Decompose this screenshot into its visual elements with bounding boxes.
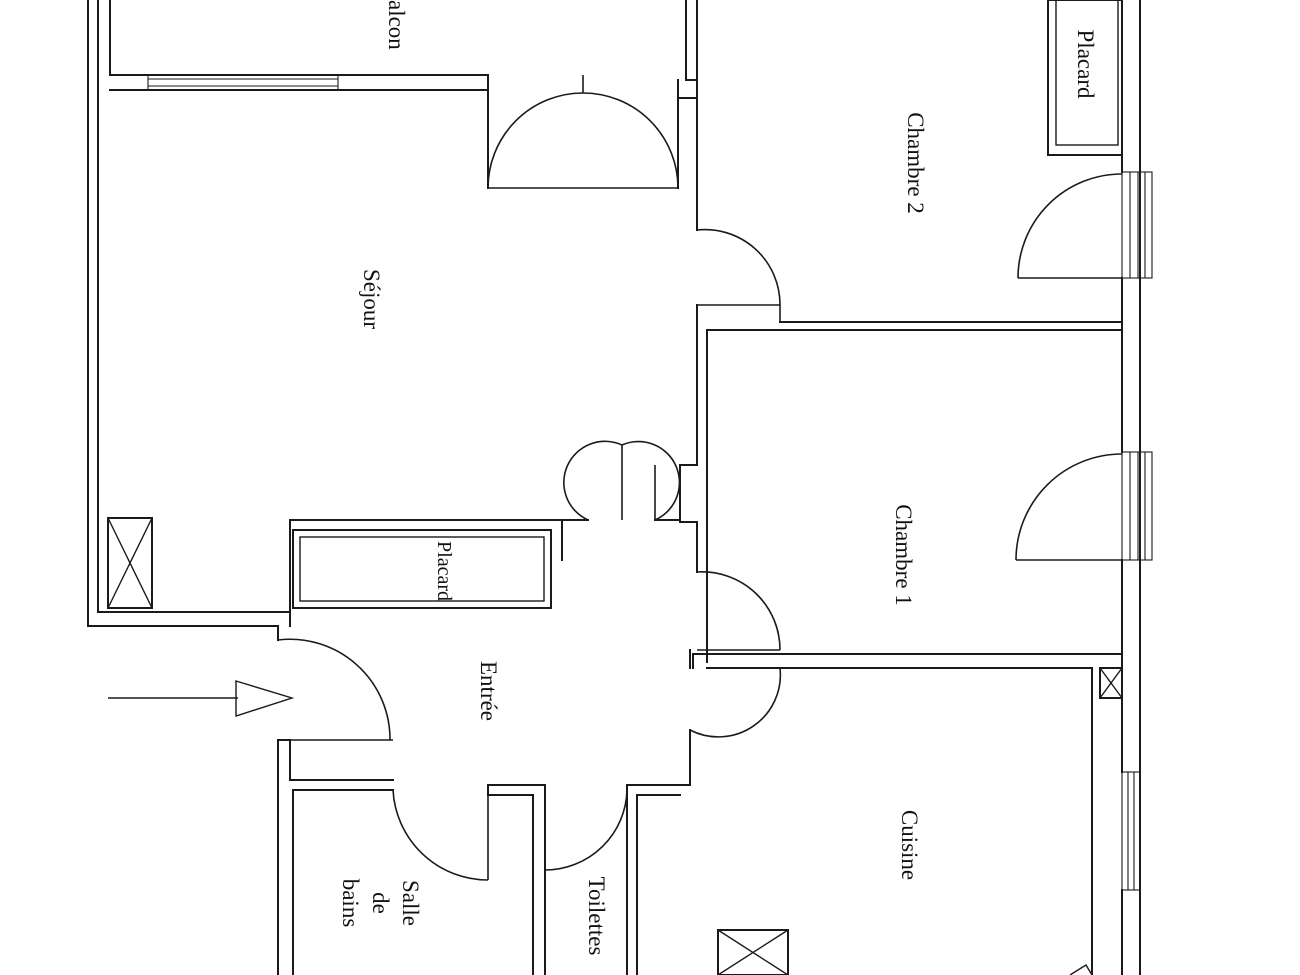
label-cuisine: Cuisine bbox=[897, 810, 922, 880]
label-placard-chambre-2: Placard bbox=[1073, 30, 1098, 99]
label-chambre-2: Chambre 2 bbox=[903, 112, 928, 214]
label-toilettes: Toilettes bbox=[584, 877, 609, 956]
label-salle-de-bains-2: de bbox=[368, 892, 393, 914]
label-placard-entree: Placard bbox=[433, 541, 455, 601]
entry-arrow-icon bbox=[108, 680, 295, 717]
label-salle-de-bains-3: bains bbox=[338, 879, 363, 928]
doors bbox=[277, 75, 1123, 881]
label-salle-de-bains-1: Salle bbox=[398, 880, 423, 926]
windows bbox=[147, 74, 1153, 891]
ducts bbox=[107, 517, 1123, 975]
label-sejour: Séjour bbox=[359, 269, 384, 329]
walls bbox=[87, 0, 1141, 975]
label-balcon: alcon bbox=[384, 0, 409, 50]
label-chambre-1: Chambre 1 bbox=[891, 504, 916, 606]
label-entree: Entrée bbox=[476, 661, 501, 721]
room-labels: alcon Séjour Chambre 2 Placard Chambre 1… bbox=[338, 0, 1098, 955]
